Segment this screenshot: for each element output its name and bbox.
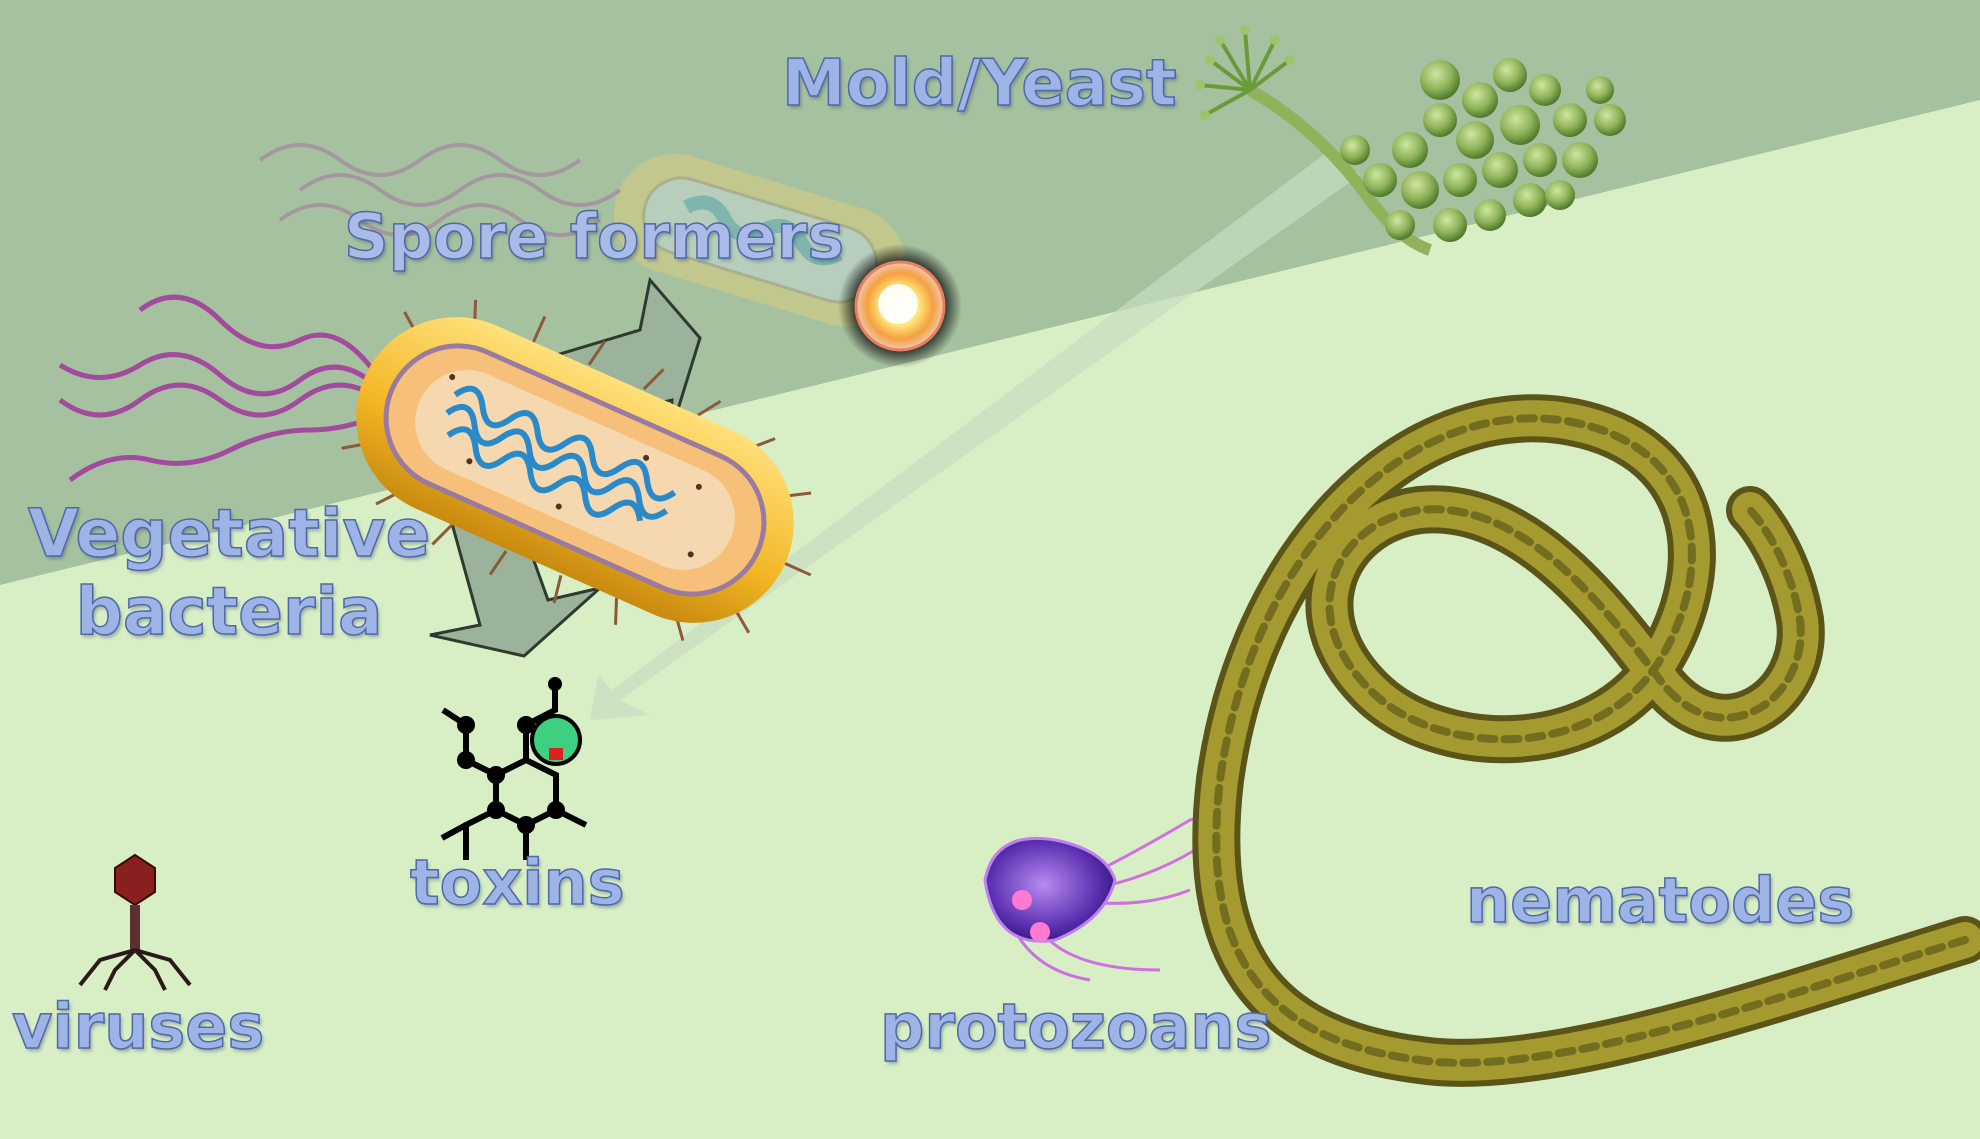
toxin-molecule-icon: [442, 677, 586, 860]
label-vegetative-line1: Vegetative: [28, 495, 430, 573]
label-viruses: viruses: [12, 996, 264, 1058]
label-mold-yeast: Mold/Yeast: [782, 52, 1177, 116]
label-protozoans: protozoans: [880, 996, 1271, 1058]
bacteriophage-icon: [80, 855, 190, 990]
label-vegetative-bacteria: Vegetative bacteria: [28, 495, 430, 651]
nematode-worm-icon: [1216, 418, 1965, 1063]
label-nematodes: nematodes: [1466, 870, 1854, 932]
label-vegetative-line2: bacteria: [28, 573, 430, 651]
spore-icon: [838, 244, 962, 368]
label-toxins: toxins: [410, 852, 625, 914]
giardia-icon: [985, 795, 1222, 980]
label-spore-formers: Spore formers: [344, 206, 844, 268]
